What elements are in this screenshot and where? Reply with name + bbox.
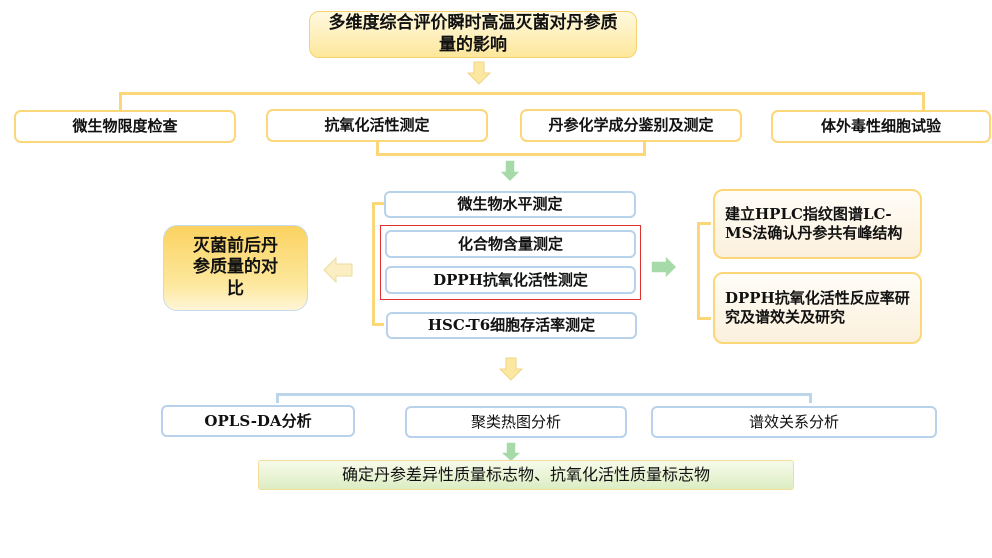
down-arrow-icon: [466, 61, 492, 85]
note-hplc: 建立HPLC指纹图谱LC-MS法确认丹参共有峰结构: [713, 189, 922, 259]
level1-cytotoxicity: 体外毒性细胞试验: [771, 110, 991, 143]
notes-bracket: [697, 222, 700, 320]
measurement-bracket-bottom: [372, 323, 384, 326]
measurement-compound: 化合物含量测定: [385, 230, 636, 258]
notes-bracket-top: [697, 222, 711, 225]
level1-chemical: 丹参化学成分鉴别及测定: [520, 109, 742, 142]
connector-top-left: [119, 92, 122, 110]
connector-mid-right: [643, 142, 646, 155]
measurement-bracket: [372, 202, 375, 326]
right-arrow-icon: [650, 253, 679, 281]
down-arrow-icon: [498, 441, 524, 464]
measurement-microbial: 微生物水平测定: [384, 191, 636, 218]
analysis-bracket: [276, 393, 812, 396]
comparison-box: 灭菌前后丹参质量的对比: [163, 225, 308, 311]
connector-mid-left: [376, 142, 379, 155]
level1-microbial-limit: 微生物限度检查: [14, 110, 236, 143]
analysis-bracket-right: [809, 393, 812, 403]
analysis-spectrum-effect: 谱效关系分析: [651, 406, 937, 438]
connector-top: [119, 92, 925, 95]
title-text: 多维度综合评价瞬时高温灭菌对丹参质量的影响: [328, 13, 618, 55]
connector-top-right: [922, 92, 925, 110]
down-arrow-icon: [498, 357, 524, 381]
conclusion-box: 确定丹参差异性质量标志物、抗氧化活性质量标志物: [258, 460, 794, 490]
down-arrow-icon: [497, 159, 523, 184]
measurement-dpph: DPPH抗氧化活性测定: [385, 266, 636, 294]
measurement-bracket-top: [372, 202, 384, 205]
analysis-heatmap: 聚类热图分析: [405, 406, 627, 438]
analysis-oplsda: OPLS-DA分析: [161, 405, 355, 437]
title-box: 多维度综合评价瞬时高温灭菌对丹参质量的影响: [309, 11, 637, 58]
highlight-frame: [380, 225, 641, 300]
connector-mid: [376, 153, 646, 156]
notes-bracket-bottom: [697, 317, 711, 320]
analysis-bracket-left: [276, 393, 279, 403]
left-arrow-icon: [323, 256, 353, 284]
level1-antioxidant: 抗氧化活性测定: [266, 109, 488, 142]
note-dpph: DPPH抗氧化活性反应率研究及谱效关及研究: [713, 272, 922, 344]
measurement-hsc: HSC-T6细胞存活率测定: [386, 312, 637, 339]
